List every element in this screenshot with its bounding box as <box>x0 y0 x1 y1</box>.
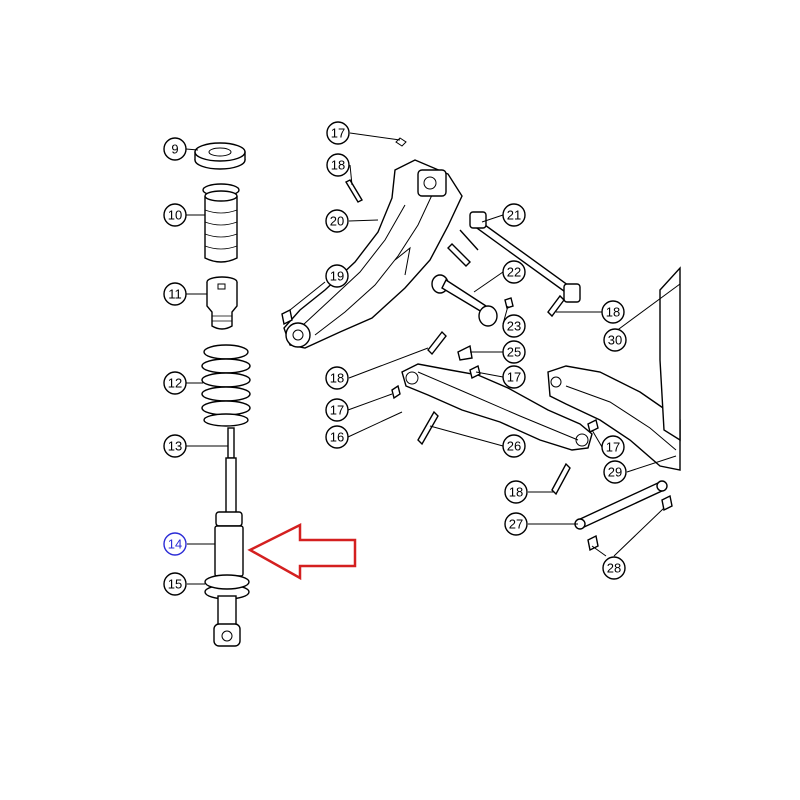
callout-12-label: 12 <box>168 376 182 391</box>
callout-9-label: 9 <box>171 142 178 157</box>
callout-9[interactable]: 9 <box>163 137 187 161</box>
part-12-coil-spring <box>201 344 251 427</box>
callout-10-label: 10 <box>168 208 182 223</box>
part-10-dust-boot <box>202 183 240 263</box>
callout-17-mid-left-label: 17 <box>330 403 344 418</box>
callout-30[interactable]: 30 <box>603 328 627 352</box>
part-13-shock-rod <box>225 427 237 515</box>
callout-18-right[interactable]: 18 <box>601 300 625 324</box>
callout-30-label: 30 <box>608 333 622 348</box>
callout-20-label: 20 <box>330 214 344 229</box>
part-27-stabilizer-link <box>574 480 668 530</box>
callout-18-bottom[interactable]: 18 <box>504 480 528 504</box>
callout-17-mid-right[interactable]: 17 <box>502 365 526 389</box>
callout-11-label: 11 <box>168 287 182 302</box>
part-21-lateral-link <box>469 211 581 303</box>
callout-27-label: 27 <box>509 517 523 532</box>
callout-17-right[interactable]: 17 <box>601 435 625 459</box>
callout-17-top-label: 17 <box>331 126 345 141</box>
callout-18-mid-label: 18 <box>330 371 344 386</box>
callout-23[interactable]: 23 <box>502 314 526 338</box>
callout-26-label: 26 <box>507 439 521 454</box>
callout-11[interactable]: 11 <box>163 282 187 306</box>
callout-28-label: 28 <box>607 561 621 576</box>
callout-23-label: 23 <box>507 319 521 334</box>
part-16-lower-control-arm <box>401 363 593 451</box>
callout-13-label: 13 <box>168 439 182 454</box>
callout-20[interactable]: 20 <box>325 209 349 233</box>
callout-29[interactable]: 29 <box>603 460 627 484</box>
callout-10[interactable]: 10 <box>163 203 187 227</box>
part-29-crossmember <box>547 266 681 471</box>
part-20-knuckle <box>283 159 463 349</box>
callout-16[interactable]: 16 <box>325 425 349 449</box>
callout-18-mid[interactable]: 18 <box>325 366 349 390</box>
callout-19[interactable]: 19 <box>325 264 349 288</box>
callout-17-right-label: 17 <box>606 440 620 455</box>
callout-18-top[interactable]: 18 <box>326 153 350 177</box>
callout-14[interactable]: 14 <box>163 532 187 556</box>
part-22-toe-link <box>431 274 498 327</box>
part-14-shock-absorber-body <box>214 511 244 577</box>
callout-15-label: 15 <box>168 577 182 592</box>
callout-17-mid-left[interactable]: 17 <box>325 398 349 422</box>
hardware-bolts <box>281 137 673 552</box>
callout-22-label: 22 <box>507 265 521 280</box>
callout-16-label: 16 <box>330 430 344 445</box>
callout-18-bottom-label: 18 <box>509 485 523 500</box>
callout-15[interactable]: 15 <box>163 572 187 596</box>
callout-29-label: 29 <box>608 465 622 480</box>
part-11-jounce-bumper <box>206 276 238 330</box>
callout-28[interactable]: 28 <box>602 556 626 580</box>
callout-26[interactable]: 26 <box>502 434 526 458</box>
callout-14-label: 14 <box>168 537 182 552</box>
callout-18-top-label: 18 <box>331 158 345 173</box>
leader-lines <box>185 132 681 585</box>
callout-25-label: 25 <box>507 345 521 360</box>
highlight-arrow <box>247 522 357 581</box>
callout-25[interactable]: 25 <box>502 340 526 364</box>
part-15-lower-spring-seat <box>204 574 250 647</box>
callout-21-label: 21 <box>507 208 521 223</box>
callout-22[interactable]: 22 <box>502 260 526 284</box>
callout-27[interactable]: 27 <box>504 512 528 536</box>
callout-18-right-label: 18 <box>606 305 620 320</box>
callout-13[interactable]: 13 <box>163 434 187 458</box>
part-9-spring-seat <box>194 142 246 170</box>
callout-12[interactable]: 12 <box>163 371 187 395</box>
callout-17-mid-right-label: 17 <box>507 370 521 385</box>
callout-17-top[interactable]: 17 <box>326 121 350 145</box>
callout-21[interactable]: 21 <box>502 203 526 227</box>
callout-19-label: 19 <box>330 269 344 284</box>
